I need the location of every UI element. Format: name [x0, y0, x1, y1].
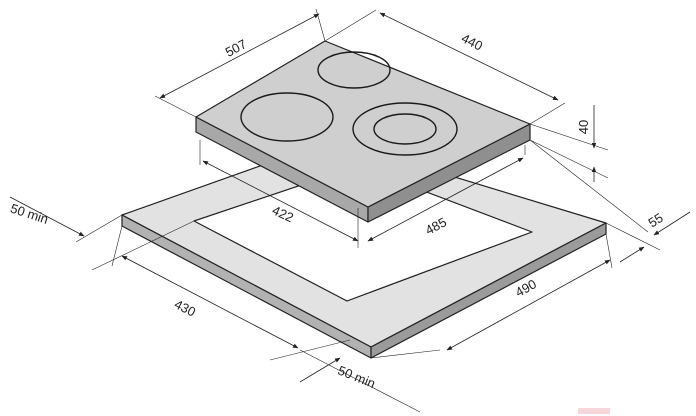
label-front-clearance: 50 min	[336, 363, 378, 392]
dimension-overlap: 55	[529, 139, 691, 263]
label-hob-height: 40	[576, 120, 591, 134]
label-cutout-depth: 422	[270, 203, 296, 226]
corner-mark	[578, 408, 610, 414]
label-hob-depth: 507	[223, 36, 249, 59]
label-side-clearance: 50 min	[9, 201, 51, 227]
cutout-inner-edge	[193, 220, 533, 302]
label-overlap: 55	[646, 210, 666, 230]
burner-right-outer	[352, 102, 458, 156]
frame-front-left-side	[121, 214, 372, 359]
label-hob-width: 440	[459, 30, 485, 53]
label-frame-depth: 430	[172, 296, 198, 319]
burner-right-inner	[373, 113, 437, 145]
dimension-front-clearance: 50 min	[299, 349, 421, 413]
label-cutout-width: 485	[423, 214, 449, 237]
dimension-hob-height: 40	[529, 105, 609, 182]
